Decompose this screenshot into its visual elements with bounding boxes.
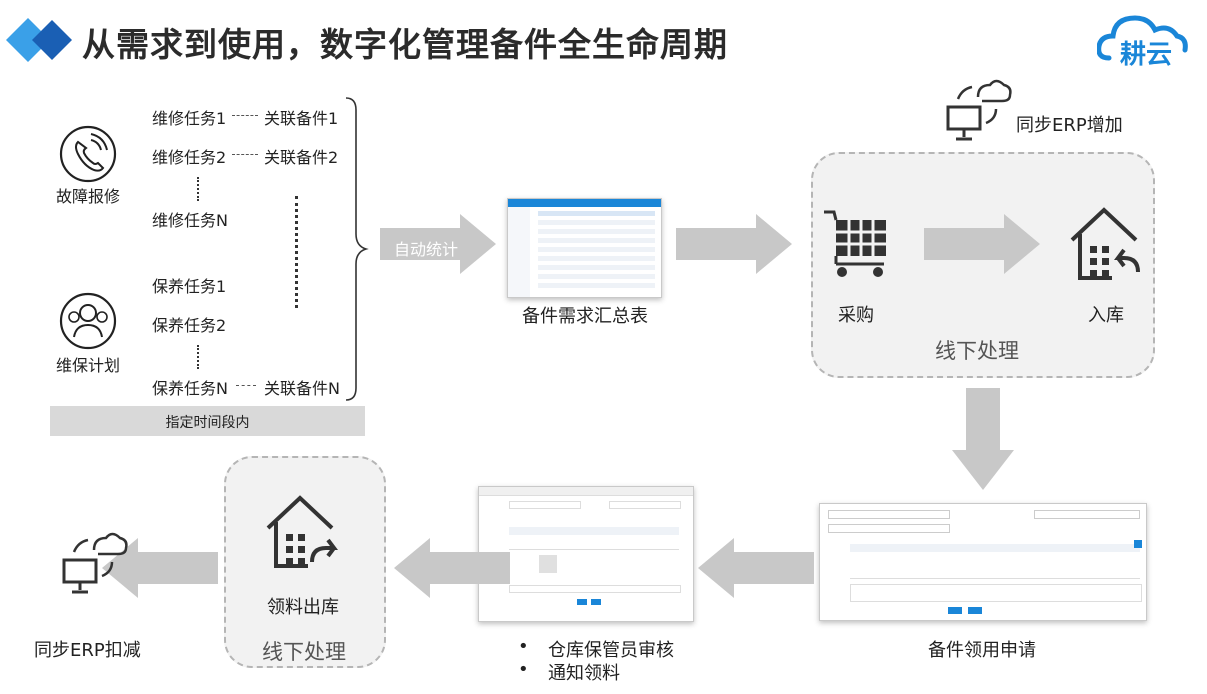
demand-table-screenshot — [507, 198, 662, 298]
warehouse-out-icon — [266, 495, 338, 568]
sync-subtract-label: 同步ERP扣减 — [34, 640, 141, 661]
sync-erp-icon — [946, 79, 1012, 141]
demand-table-label: 备件需求汇总表 — [522, 306, 648, 327]
sync-erp-icon — [62, 532, 128, 594]
arrow-right — [676, 214, 792, 274]
ellipsis-dots — [197, 177, 199, 201]
diamond-logo-icon — [6, 18, 72, 62]
arrow-left — [698, 538, 814, 598]
brace-icon — [345, 97, 369, 401]
sync-add-label: 同步ERP增加 — [1016, 115, 1123, 136]
team-icon — [59, 292, 117, 350]
auto-stat-arrow — [380, 214, 496, 274]
ellipsis-dots — [197, 345, 199, 369]
review-form-screenshot — [478, 486, 694, 622]
care-task-2: 保养任务2 — [152, 316, 227, 335]
repair-task-n: 维修任务N — [152, 211, 228, 230]
link-dash — [236, 385, 256, 386]
review-item-1: •仓库保管员审核 — [518, 636, 674, 661]
arrow-down — [952, 388, 1014, 490]
warehouse-in-icon — [1070, 207, 1140, 280]
outbound-label: 领料出库 — [267, 597, 339, 618]
arrow-right — [924, 214, 1040, 274]
ellipsis-dots — [295, 196, 298, 308]
link-dash — [232, 115, 258, 116]
arrow-left — [394, 538, 510, 598]
review-item-2: •通知领料 — [518, 659, 620, 684]
care-task-n: 保养任务N — [152, 379, 228, 398]
apply-form-screenshot — [819, 503, 1147, 621]
care-task-1: 保养任务1 — [152, 277, 227, 296]
linked-part-2: 关联备件2 — [264, 148, 339, 167]
time-window-bar — [50, 406, 365, 436]
repair-task-1: 维修任务1 — [152, 109, 227, 128]
link-dash — [232, 154, 258, 155]
logo-text: 耕云 — [1120, 40, 1173, 70]
page-title: 从需求到使用，数字化管理备件全生命周期 — [82, 25, 728, 64]
offline-process-label-2: 线下处理 — [262, 640, 346, 664]
apply-label: 备件领用申请 — [928, 640, 1036, 661]
repair-task-2: 维修任务2 — [152, 148, 227, 167]
inbound-label: 入库 — [1088, 305, 1124, 326]
linked-part-1: 关联备件1 — [264, 109, 339, 128]
linked-part-n: 关联备件N — [264, 379, 340, 398]
maintenance-plan-label: 维保计划 — [56, 356, 121, 375]
offline-process-label: 线下处理 — [935, 339, 1019, 363]
cloud-logo-icon — [1097, 15, 1188, 61]
auto-stat-label: 自动统计 — [394, 240, 459, 259]
phone-icon — [59, 125, 117, 183]
shopping-cart-icon — [824, 210, 886, 277]
arrow-left — [102, 538, 218, 598]
time-window-label: 指定时间段内 — [165, 415, 250, 431]
purchase-label: 采购 — [838, 305, 874, 326]
fault-report-label: 故障报修 — [56, 187, 121, 206]
